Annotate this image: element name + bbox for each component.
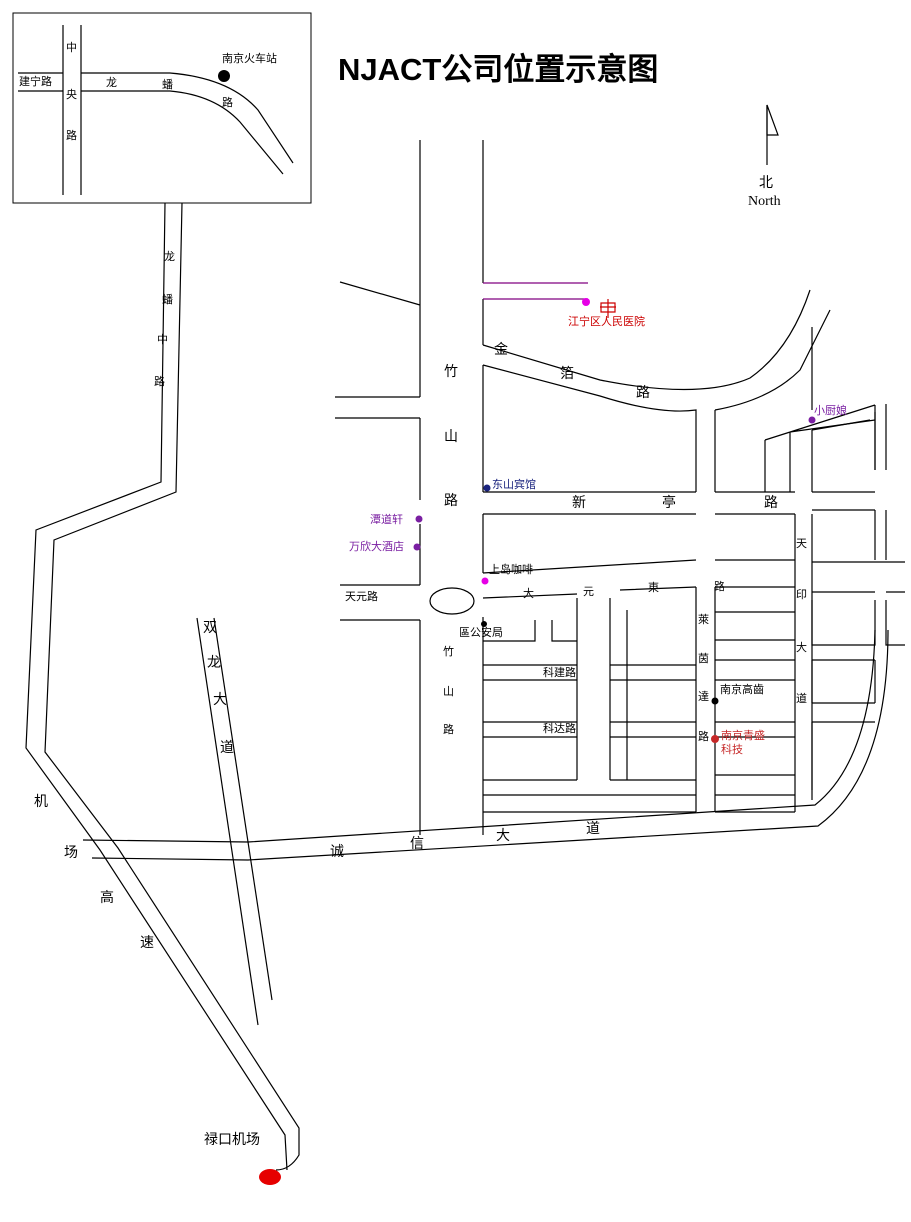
inset-label-lu: 路 [66,129,77,142]
hospital-road [483,282,588,300]
poi-gonganju: 區公安局 [459,626,503,639]
poi-company-2: 科技 [721,743,743,756]
inset-label-jianning: 建宁路 [19,75,52,88]
road-label-tianyuan-4: 路 [714,580,725,593]
road-label-tianyuan-1: 大 [523,587,534,600]
poi-xiaochuniang: 小厨娘 [814,404,847,417]
road-label-jichang-1: 机 [34,794,48,810]
road-label-zhushan-s-1: 竹 [443,645,454,658]
inset-label-longpan-3: 路 [222,96,233,109]
roundabout [429,587,475,615]
road-label-kejian: 科建路 [543,666,576,679]
poi-dongshan: 东山宾馆 [492,478,536,491]
road-label-chengxin-4: 道 [586,821,600,837]
road-label-zhushan-s-3: 路 [443,723,454,736]
road-label-xinting-1: 新 [572,495,586,511]
inset-label-longpan-2: 蟠 [162,78,173,91]
road-label-jichang-2: 场 [64,845,78,861]
inset-label-yang: 央 [66,88,77,101]
west-streets [335,281,421,621]
jinzhe-road [482,289,831,492]
road-label-zhushan-s-2: 山 [443,685,454,698]
airport-marker-icon [259,1169,281,1185]
road-label-tianyin-3: 大 [796,641,807,654]
poi-shangdao: 上岛咖啡 [489,563,533,576]
road-label-shuanglong-2: 龙 [207,655,221,671]
road-label-xinting-2: 亭 [662,495,676,511]
road-label-jinzhe-2: 箔 [560,366,574,382]
road-label-tianyin-1: 天 [796,537,807,550]
road-label-longpan-2: 蟠 [162,293,173,306]
road-label-laiyinda-2: 茵 [698,652,709,665]
road-label-zhushan-n-1: 竹 [444,364,458,380]
xinting-road [483,491,875,515]
west-highway [25,202,300,1171]
compass-north-en: North [748,194,781,209]
xiaochuniang-dot [808,416,816,424]
hospital-cross-icon [600,299,616,318]
road-label-xinting-3: 路 [764,495,778,511]
ne-streets [714,327,887,492]
poi-wanxin: 万欣大酒店 [349,540,404,553]
road-label-longpan-3: 中 [157,333,168,346]
poi-gaoxin: 南京高齒 [720,683,764,696]
shangdao-dot [481,577,489,585]
road-label-keda: 科达路 [543,722,576,735]
road-label-zhushan-n-3: 路 [444,493,458,509]
poi-company-1: 南京青盛 [721,729,765,742]
zhushan-road [419,140,484,835]
road-label-shuanglong-3: 大 [213,692,227,708]
road-label-chengxin-2: 信 [410,836,424,852]
north-arrow-icon [766,104,779,165]
road-label-jichang-4: 速 [140,935,154,951]
road-label-tianyuan-3: 東 [648,581,659,594]
wanxin-dot [413,543,421,551]
road-label-shuanglong-4: 道 [220,740,234,756]
shuanglong-avenue [196,617,273,1026]
southern-grid [483,412,905,813]
inset-frame [12,12,312,204]
road-label-tianyin-2: 印 [796,588,807,601]
poi-tandaoxuan: 潭道轩 [370,513,403,526]
inset-roads [18,25,294,195]
poi-hospital: 江宁区人民医院 [568,315,645,328]
road-label-laiyinda-1: 萊 [698,613,709,626]
road-label-jichang-3: 高 [100,890,114,906]
road-label-tianyuan-west: 天元路 [345,590,378,603]
chengxin-avenue [82,629,889,861]
road-label-jinzhe-3: 路 [636,385,650,401]
company-dot [711,735,719,743]
road-label-tianyin-4: 道 [796,692,807,705]
road-label-shuanglong-1: 双 [203,620,217,636]
inset-label-zhong: 中 [66,41,77,54]
road-label-longpan-4: 路 [154,375,165,388]
inset-label-station: 南京火车站 [222,52,277,65]
road-label-longpan-1: 龙 [164,250,175,263]
road-label-tianyuan-2: 元 [583,585,594,598]
poi-airport: 禄口机场 [204,1132,260,1148]
tandaoxuan-dot [415,515,423,523]
road-label-zhushan-n-2: 山 [444,429,458,445]
map-title: NJACT公司位置示意图 [338,52,659,87]
compass-north-zh: 北 [759,176,773,191]
tianyuan-east [482,559,905,599]
gonganju-dot [481,621,487,627]
road-label-chengxin-1: 诚 [330,844,344,860]
road-label-laiyinda-3: 達 [698,690,709,703]
station-icon [218,70,230,82]
dongshan-dot [483,484,491,492]
road-label-jinzhe-1: 金 [494,342,508,358]
road-label-chengxin-3: 大 [496,828,510,844]
gaoxin-dot [711,697,719,705]
hospital-dot [582,298,590,306]
inset-label-longpan-1: 龙 [106,76,117,89]
road-label-laiyinda-4: 路 [698,730,709,743]
